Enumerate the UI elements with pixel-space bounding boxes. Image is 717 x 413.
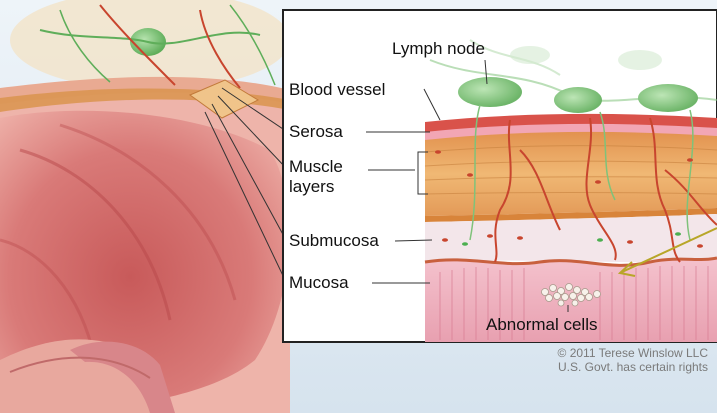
credit-line1: © 2011 Terese Winslow LLC <box>558 346 709 360</box>
label-muscle-line1: Muscle <box>289 157 343 176</box>
label-submucosa: Submucosa <box>289 231 379 250</box>
label-serosa: Serosa <box>289 122 343 141</box>
label-blood-vessel: Blood vessel <box>289 80 385 99</box>
label-mucosa: Mucosa <box>289 273 349 292</box>
colon-illustration <box>0 0 290 413</box>
submucosa-layer <box>425 214 717 262</box>
lymph-node-3 <box>638 84 698 112</box>
credit-line2: U.S. Govt. has certain rights <box>558 360 708 374</box>
lymph-node-2 <box>554 87 602 113</box>
lymph-node-1 <box>458 77 522 107</box>
label-lymph-node: Lymph node <box>392 39 485 58</box>
label-muscle-line2: layers <box>289 177 334 196</box>
label-abnormal-cells: Abnormal cells <box>486 315 598 334</box>
